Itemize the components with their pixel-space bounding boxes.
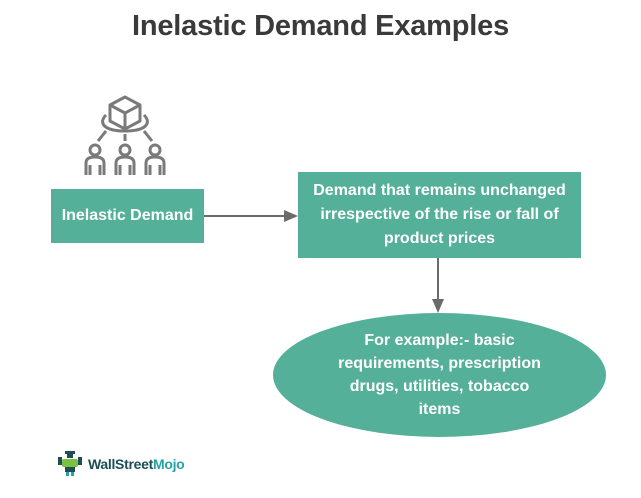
logo-text: WallStreetMojo bbox=[88, 456, 185, 472]
mascot-icon bbox=[58, 451, 82, 476]
node-inelastic-demand: Inelastic Demand bbox=[51, 189, 204, 243]
people-network-cube-icon bbox=[84, 95, 166, 175]
node-label: For example:- basic requirements, prescr… bbox=[338, 332, 541, 418]
node-label: Demand that remains unchanged irrespecti… bbox=[313, 182, 566, 247]
node-label: Inelastic Demand bbox=[61, 207, 194, 224]
wallstreetmojo-logo: WallStreetMojo bbox=[56, 451, 185, 477]
page-title: Inelastic Demand Examples bbox=[132, 10, 509, 42]
node-definition: Demand that remains unchanged irrespecti… bbox=[298, 172, 581, 258]
node-examples: For example:- basic requirements, prescr… bbox=[273, 313, 606, 437]
